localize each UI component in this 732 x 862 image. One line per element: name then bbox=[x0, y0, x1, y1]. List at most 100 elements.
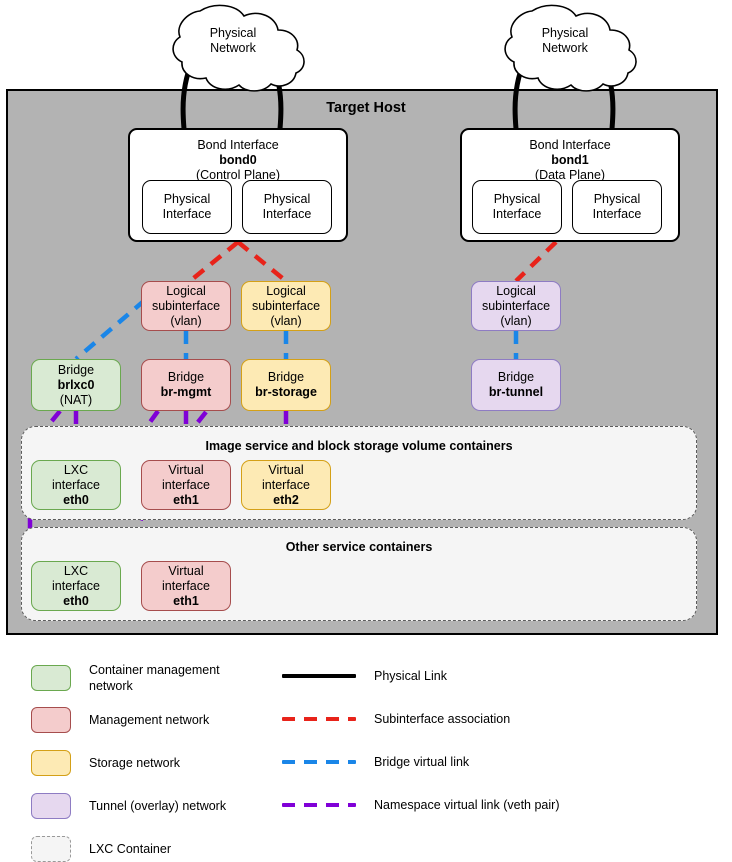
container-group-other-title: Other service containers bbox=[285, 540, 433, 554]
legend-line-subif-wrap bbox=[282, 716, 356, 722]
legend-label-tunnel: Tunnel (overlay) network bbox=[89, 799, 227, 813]
legend-swatch-storage bbox=[31, 750, 71, 776]
cloud-left-label: Physical Network bbox=[182, 18, 284, 64]
container-group-image-block-title: Image service and block storage volume c… bbox=[205, 439, 513, 453]
bond0-physical-interface-1[interactable]: Physical Interface bbox=[142, 180, 232, 234]
container-group-image-block: Image service and block storage volume c… bbox=[21, 426, 697, 520]
ifaceB2-name: eth1 bbox=[173, 593, 199, 608]
bond1-pif2-line1: Physical bbox=[593, 192, 641, 206]
bond0-pif2-line1: Physical bbox=[263, 192, 311, 206]
bridge-br-tunnel[interactable]: Bridge br-tunnel bbox=[471, 359, 561, 411]
veth-link-icon bbox=[282, 802, 356, 808]
subinterface-link-icon bbox=[282, 716, 356, 722]
legend-line-physical-wrap bbox=[282, 673, 356, 679]
bridge-brlxc0[interactable]: Bridge brlxc0 (NAT) bbox=[31, 359, 121, 411]
legend-label-bridge-virtual: Bridge virtual link bbox=[374, 755, 470, 769]
iface-veth-eth1-image-block[interactable]: Virtual interface eth1 bbox=[141, 460, 231, 510]
cloud-right-line2: Network bbox=[542, 41, 588, 55]
iface-veth-eth2-image-block[interactable]: Virtual interface eth2 bbox=[241, 460, 331, 510]
logical-subinterface-tunnel[interactable]: Logical subinterface (vlan) bbox=[471, 281, 561, 331]
ifaceA2-line2: interface bbox=[162, 477, 210, 492]
bridge-brmgmt-title: Bridge bbox=[167, 370, 205, 384]
subif-mgmt-line3: (vlan) bbox=[170, 313, 202, 328]
bond0-pif2-line2: Interface bbox=[262, 207, 312, 221]
bond1-name: bond1 bbox=[551, 153, 589, 167]
ifaceB1-name: eth0 bbox=[63, 593, 89, 608]
ifaceA2-line1: Virtual bbox=[168, 462, 204, 477]
legend-swatch-lxc-container bbox=[31, 836, 71, 862]
legend-label-storage: Storage network bbox=[89, 756, 181, 770]
cloud-right-line1: Physical bbox=[541, 26, 589, 40]
subif-storage-line1: Logical bbox=[266, 283, 306, 298]
legend-swatch-container-management bbox=[31, 665, 71, 691]
ifaceA2-name: eth1 bbox=[173, 492, 199, 507]
subif-tunnel-line2: subinterface bbox=[481, 298, 551, 313]
subif-mgmt-line2: subinterface bbox=[151, 298, 221, 313]
legend-label-namespace-virtual: Namespace virtual link (veth pair) bbox=[374, 798, 560, 812]
container-group-other: Other service containers bbox=[21, 527, 697, 621]
bridge-br-mgmt[interactable]: Bridge br-mgmt bbox=[141, 359, 231, 411]
legend-label-lxc-container: LXC Container bbox=[89, 842, 171, 856]
ifaceA3-line2: interface bbox=[262, 477, 310, 492]
legend-namespace-virtual: Namespace virtual link (veth pair) bbox=[282, 797, 560, 813]
legend-tunnel: Tunnel (overlay) network bbox=[31, 793, 226, 819]
legend-lxc-container: LXC Container bbox=[31, 836, 171, 862]
subif-tunnel-line3: (vlan) bbox=[500, 313, 532, 328]
subif-tunnel-line1: Logical bbox=[496, 283, 536, 298]
bridge-brstorage-name: br-storage bbox=[255, 385, 317, 399]
physical-link-icon bbox=[282, 674, 356, 678]
legend-subif-association: Subinterface association bbox=[282, 711, 510, 727]
bond0-name: bond0 bbox=[219, 153, 257, 167]
legend-bridge-virtual: Bridge virtual link bbox=[282, 754, 469, 770]
bridge-link-icon bbox=[282, 759, 356, 765]
bond1-physical-interface-1[interactable]: Physical Interface bbox=[472, 180, 562, 234]
ifaceA3-line1: Virtual bbox=[268, 462, 304, 477]
bond0-pif1-line2: Interface bbox=[162, 207, 212, 221]
bond0-pif1-line1: Physical bbox=[163, 192, 211, 206]
iface-lxc-eth0-other[interactable]: LXC interface eth0 bbox=[31, 561, 121, 611]
bond0-plane: (Control Plane) bbox=[195, 168, 281, 182]
bridge-br-storage[interactable]: Bridge br-storage bbox=[241, 359, 331, 411]
subif-mgmt-line1: Logical bbox=[166, 283, 206, 298]
bond1-pif2-line2: Interface bbox=[592, 207, 642, 221]
legend-swatch-tunnel bbox=[31, 793, 71, 819]
iface-veth-eth1-other[interactable]: Virtual interface eth1 bbox=[141, 561, 231, 611]
cloud-left-line1: Physical bbox=[209, 26, 257, 40]
ifaceB1-line2: interface bbox=[52, 578, 100, 593]
bond0-physical-interface-2[interactable]: Physical Interface bbox=[242, 180, 332, 234]
legend-management: Management network bbox=[31, 707, 209, 733]
cloud-left-line2: Network bbox=[210, 41, 256, 55]
ifaceB2-line2: interface bbox=[162, 578, 210, 593]
legend-storage: Storage network bbox=[31, 750, 180, 776]
legend-label-physical-link: Physical Link bbox=[374, 669, 447, 683]
legend-container-management: Container management network bbox=[31, 662, 220, 694]
legend-label-subif-association: Subinterface association bbox=[374, 712, 511, 726]
bridge-brtunnel-title: Bridge bbox=[497, 370, 535, 384]
logical-subinterface-mgmt[interactable]: Logical subinterface (vlan) bbox=[141, 281, 231, 331]
ifaceA3-name: eth2 bbox=[273, 492, 299, 507]
legend-label-management: Management network bbox=[89, 713, 210, 727]
bridge-brmgmt-name: br-mgmt bbox=[160, 385, 212, 399]
legend: Container management network Management … bbox=[0, 652, 732, 862]
bond1-physical-interface-2[interactable]: Physical Interface bbox=[572, 180, 662, 234]
logical-subinterface-storage[interactable]: Logical subinterface (vlan) bbox=[241, 281, 331, 331]
ifaceA1-line1: LXC bbox=[63, 462, 89, 477]
bond1-title: Bond Interface bbox=[529, 138, 611, 152]
ifaceB1-line1: LXC bbox=[63, 563, 89, 578]
bridge-brlxc0-name: brlxc0 bbox=[57, 377, 95, 392]
bond1-pif1-line1: Physical bbox=[493, 192, 541, 206]
target-host-title: Target Host bbox=[326, 100, 406, 116]
ifaceA1-line2: interface bbox=[52, 477, 100, 492]
ifaceB2-line1: Virtual bbox=[168, 563, 204, 578]
bond0-title: Bond Interface bbox=[197, 138, 279, 152]
ifaceA1-name: eth0 bbox=[63, 492, 89, 507]
bridge-brlxc0-extra: (NAT) bbox=[59, 392, 93, 407]
iface-lxc-eth0-image-block[interactable]: LXC interface eth0 bbox=[31, 460, 121, 510]
bond1-pif1-line2: Interface bbox=[492, 207, 542, 221]
cloud-right-label: Physical Network bbox=[514, 18, 616, 64]
legend-swatch-management bbox=[31, 707, 71, 733]
subif-storage-line2: subinterface bbox=[251, 298, 321, 313]
subif-storage-line3: (vlan) bbox=[270, 313, 302, 328]
bridge-brlxc0-title: Bridge bbox=[57, 362, 95, 377]
